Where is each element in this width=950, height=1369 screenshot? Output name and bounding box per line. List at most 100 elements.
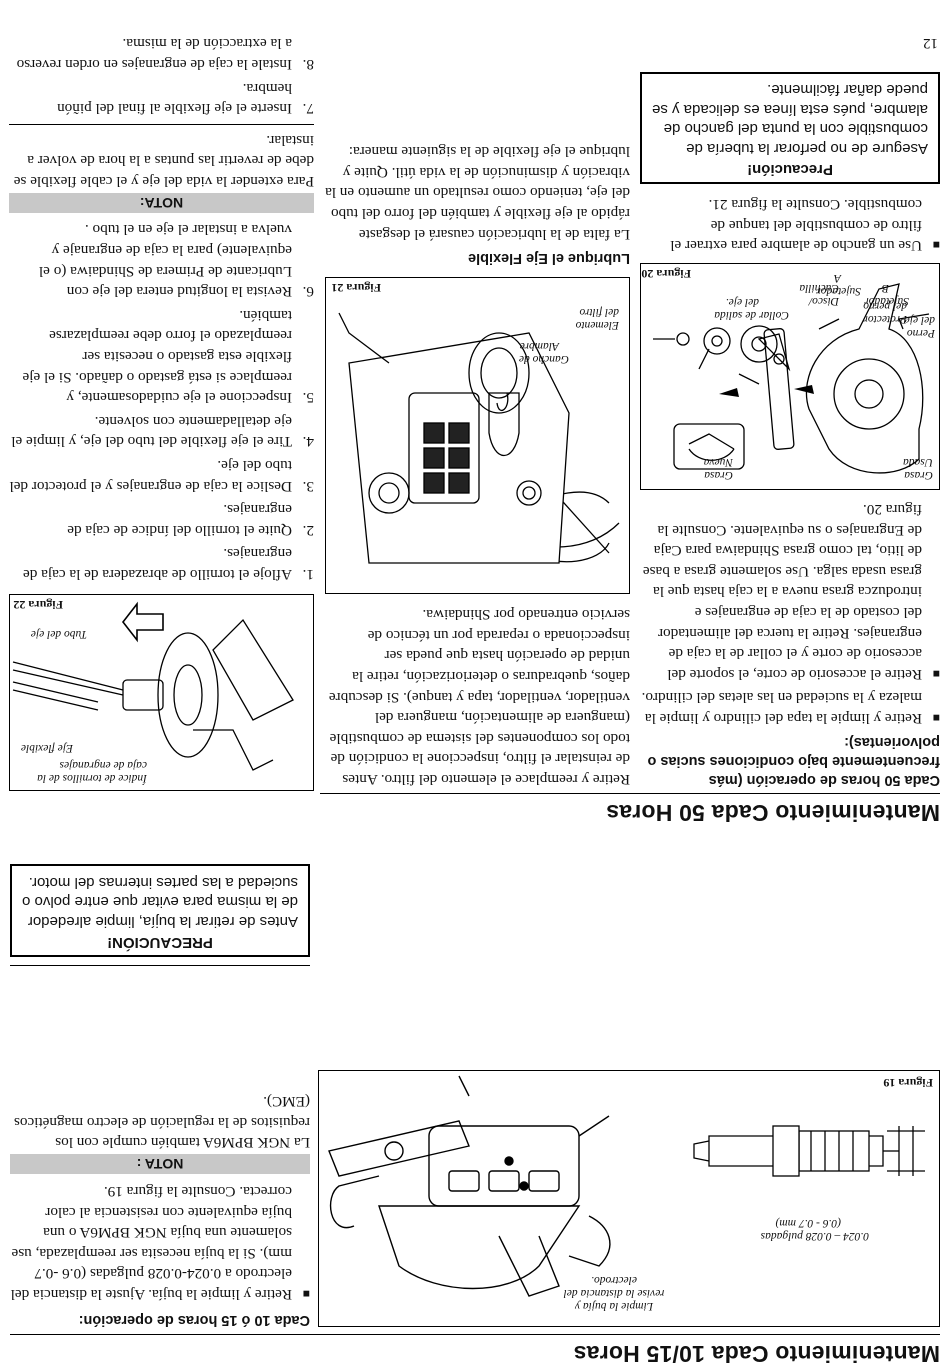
figure-22: Figura 22 Índice de tornillos de la caja… — [9, 594, 314, 791]
spark-plug-illustration — [328, 1075, 925, 1297]
step-2-text: Quite el tornillo del índice de caja de … — [67, 501, 292, 539]
flex-shaft-label: Eje flexible — [20, 742, 73, 754]
figure-19-label: Figura 19 — [883, 1076, 933, 1090]
step-6-number: 6. — [302, 283, 314, 301]
intro-50: Retire y reemplace el elemento del filtr… — [328, 606, 630, 788]
step-5: 5. Inspeccione el eje cuidadosamente, y r… — [9, 304, 314, 407]
bolt-line-1: Perno — [906, 327, 935, 340]
divider-10-15 — [10, 965, 310, 966]
nota-text-10-15: La NGK BPM6A también cumple con los requ… — [13, 1093, 310, 1152]
bullet-fuel-filter: Use un gancho de alambre para extraer el… — [640, 194, 940, 256]
step-2-number: 2. — [302, 521, 314, 539]
bolt-line-2: del eje — [904, 314, 935, 327]
step-7-number: 7. — [302, 100, 314, 118]
caution-title-50: Precaución! — [747, 160, 833, 178]
step-7-text: Inserte el eje flexible al final del piñ… — [57, 79, 292, 118]
nota-bar-50: NOTA: — [9, 192, 314, 213]
col-50-left: Cada 50 horas de operación (más frecuent… — [640, 71, 941, 789]
nota-text-50: Para extender la vida del eje y el cable… — [13, 131, 314, 190]
subhead-50: Cada 50 horas de operación (más frecuent… — [647, 734, 941, 788]
new-grease-label: Grasa Nueva — [704, 455, 733, 481]
divider-50 — [9, 124, 314, 126]
clean-caption-line-3: electrodo. — [591, 1274, 637, 1286]
holder-a-label: Sujetador A — [816, 271, 861, 297]
clean-caption: Limpie la bujía y revise la distancia de… — [529, 1273, 699, 1312]
index-screw-label: Índice de tornillos de la caja de engran… — [37, 758, 147, 784]
used-grease-line-2: Usada — [902, 456, 933, 469]
used-grease-line-1: Grasa — [904, 469, 933, 482]
caution-text-10-15: Antes de retirar la bujía, limpie alrede… — [22, 874, 298, 930]
element-line-2: del filtro — [579, 305, 619, 318]
step-2: 2. Quite el tornillo del índice de caja d… — [9, 499, 314, 540]
step-3-text: Deslice la caja de engranajes y el prote… — [9, 457, 292, 495]
gearbox-illustration — [653, 283, 930, 475]
subhead-10-15: Cada 10 ó 15 horas de operación: — [78, 1312, 310, 1328]
bullet-cylinder: Retire y limpie la tapa del cilindro y l… — [640, 687, 940, 728]
figure-21-label: Figura 21 — [331, 280, 381, 295]
figure-20: Figura 20 Grasa Usada Grasa Nueva Collar… — [640, 263, 940, 491]
output-collar-line-2: del eje. — [725, 296, 759, 309]
section-10-15-text: Cada 10 ó 15 horas de operación: Retire … — [10, 864, 310, 1329]
gap-caption-line-1: 0.024 – 0.028 pulgadas — [760, 1230, 869, 1242]
element-line-1: Elemento — [575, 318, 619, 331]
col-50-right: Figura 22 Índice de tornillos de la caja… — [9, 30, 314, 791]
step-4-text: Tire el eje flexible del tubo del eje, y… — [11, 412, 292, 451]
bullet-gearbox: Retire el accesorio de corte, el soporte… — [640, 498, 940, 683]
caution-title-10-15: PRECAUCIÓN! — [107, 934, 213, 951]
section-rule-50 — [320, 793, 940, 794]
new-grease-line-1: Grasa — [704, 469, 733, 482]
fuel-filter-illustration — [338, 312, 620, 564]
step-4: 4.Tire el eje flexible del tubo del eje,… — [9, 410, 314, 451]
output-collar-label: Collar de salida del eje. — [714, 295, 789, 321]
index-screw-line-2: caja de engranajes — [59, 759, 147, 771]
page-number: 12 — [923, 35, 938, 51]
bullet-spark-plug: Retire y limpie la bujía. Ajuste la dist… — [10, 1180, 310, 1304]
hook-line-2: Alambre — [519, 339, 559, 352]
section-title-10-15: Mantenimiento Cada 10/15 Horas — [573, 1341, 940, 1367]
gap-caption: 0.024 – 0.028 pulgadas (0.6 - 0.7 mm) — [699, 1216, 869, 1242]
col-50-middle: Retire y reemplace el elemento del filtr… — [325, 138, 630, 789]
protector-line-1: Protector — [863, 313, 907, 326]
step-8-number: 8. — [302, 55, 314, 73]
new-grease-line-2: Nueva — [703, 456, 733, 469]
step-8-text: Instale la caja de engranajes en orden r… — [16, 35, 292, 73]
section-title-50: Mantenimiento Cada 50 Horas — [606, 800, 940, 826]
shaft-tube-label: Tubo del eje — [30, 628, 87, 640]
step-7: 7. Inserte el eje flexible al final del p… — [9, 77, 314, 118]
step-3-number: 3. — [302, 477, 314, 495]
step-1-text: Afloje el tornillo de abrazadera de la c… — [22, 545, 292, 583]
caution-box-10-15: PRECAUCIÓN! Antes de retirar la bujía, l… — [10, 864, 310, 957]
caution-text-50: Asegure de no perforar la tubería de com… — [652, 81, 928, 157]
caution-box-50: Precaución! Asegure de no perforar la tu… — [640, 71, 940, 184]
used-grease-label: Grasa Usada — [903, 455, 933, 481]
holder-b-line-2: B — [881, 282, 889, 295]
step-3: 3. Deslice la caja de engranajes y el pro… — [9, 454, 314, 495]
protector-line-2: del perno — [863, 300, 907, 313]
protector-label: Protector del perno — [863, 299, 907, 325]
clean-caption-line-2: revise la distancia del — [563, 1287, 665, 1299]
step-6-text: Revista la longitud entera del eje con L… — [38, 221, 292, 301]
holder-a-line-1: Sujetador — [816, 285, 861, 298]
flex-shaft-illustration — [12, 601, 294, 771]
bolt-label: Perno del eje — [905, 313, 935, 339]
figure-20-label: Figura 20 — [641, 267, 691, 282]
figure-21: Figura 21 Gancho de Alambre Elemento del… — [325, 276, 630, 594]
step-6: 6. Revista la longitud entera del eje con… — [9, 219, 314, 301]
step-5-number: 5. — [302, 389, 314, 407]
lube-title: Lubrique el Eje Flexible — [468, 249, 630, 266]
figure-22-label: Figura 22 — [13, 598, 63, 612]
step-1-number: 1. — [302, 566, 314, 583]
figure-19: Figura 19 0.024 – 0.028 pulgadas (0.6 - … — [318, 1070, 940, 1327]
nota-bar-10-15: NOTA : — [10, 1154, 310, 1175]
step-5-text: Inspeccione el eje cuidadosamente, y ree… — [22, 306, 292, 407]
hook-label: Gancho de Alambre — [519, 339, 569, 365]
holder-a-line-2: A — [833, 272, 841, 285]
clean-caption-line-1: Limpie la bujía y — [574, 1300, 654, 1312]
element-label: Elemento del filtro — [576, 305, 619, 331]
step-8: 8. Instale la caja de engranajes en orden… — [9, 33, 314, 74]
section-rule-10-15 — [10, 1334, 940, 1335]
index-screw-line-1: Índice de tornillos de la — [37, 772, 147, 784]
hook-line-1: Gancho de — [518, 352, 569, 365]
step-1: 1. Afloje el tornillo de abrazadera de la… — [9, 543, 314, 584]
